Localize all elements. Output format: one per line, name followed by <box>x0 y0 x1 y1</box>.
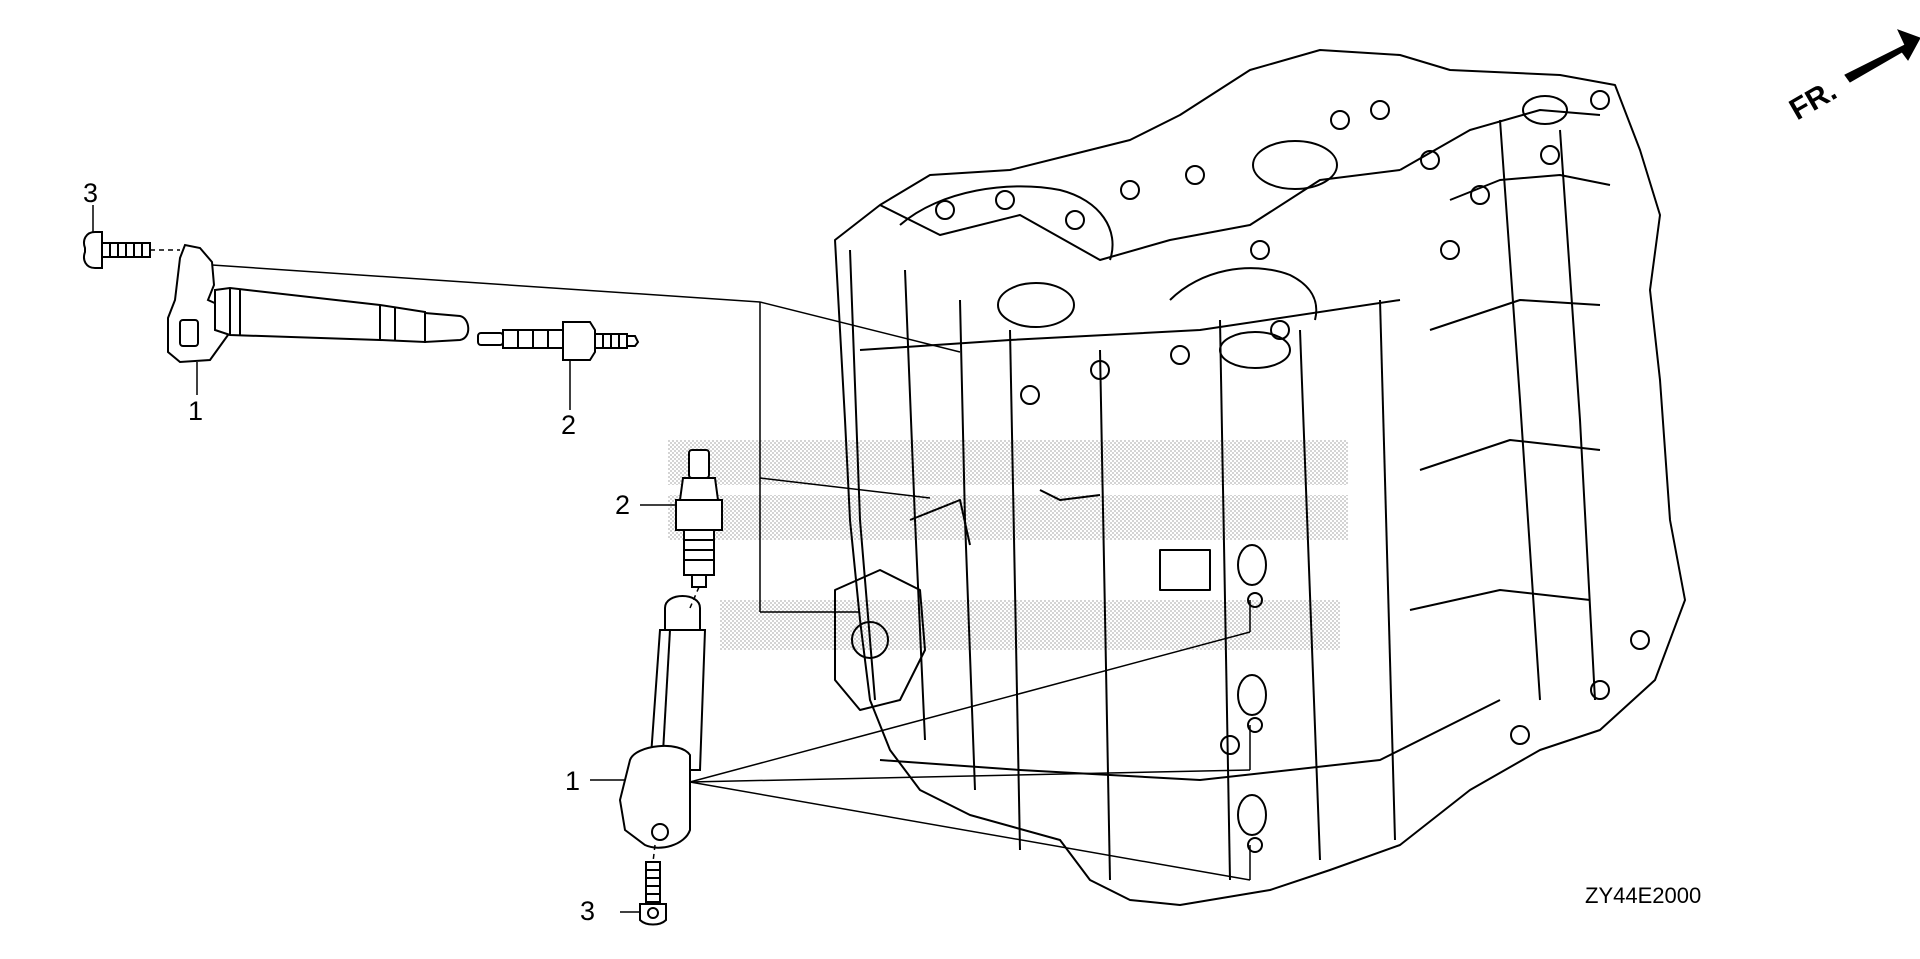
stipple-watermark <box>668 440 1348 650</box>
leader-lines <box>92 205 1251 913</box>
lower-ignition-coil <box>618 595 707 849</box>
callout-mid-plug: 2 <box>615 490 631 520</box>
upper-ignition-coil <box>167 243 470 364</box>
callout-top-bolt: 3 <box>83 178 99 208</box>
front-arrow-icon <box>1844 29 1920 83</box>
callout-top-coil: 1 <box>188 396 204 426</box>
callout-mid-coil: 1 <box>565 766 581 796</box>
lower-bolt <box>639 861 667 926</box>
upper-bolt <box>83 231 151 269</box>
callout-bottom-bolt: 3 <box>580 896 596 926</box>
callout-top-plug: 2 <box>561 410 577 440</box>
lower-spark-plug <box>675 449 723 588</box>
upper-spark-plug <box>477 321 640 361</box>
engine-block <box>834 49 1686 906</box>
diagram-code: ZY44E2000 <box>1585 883 1702 908</box>
